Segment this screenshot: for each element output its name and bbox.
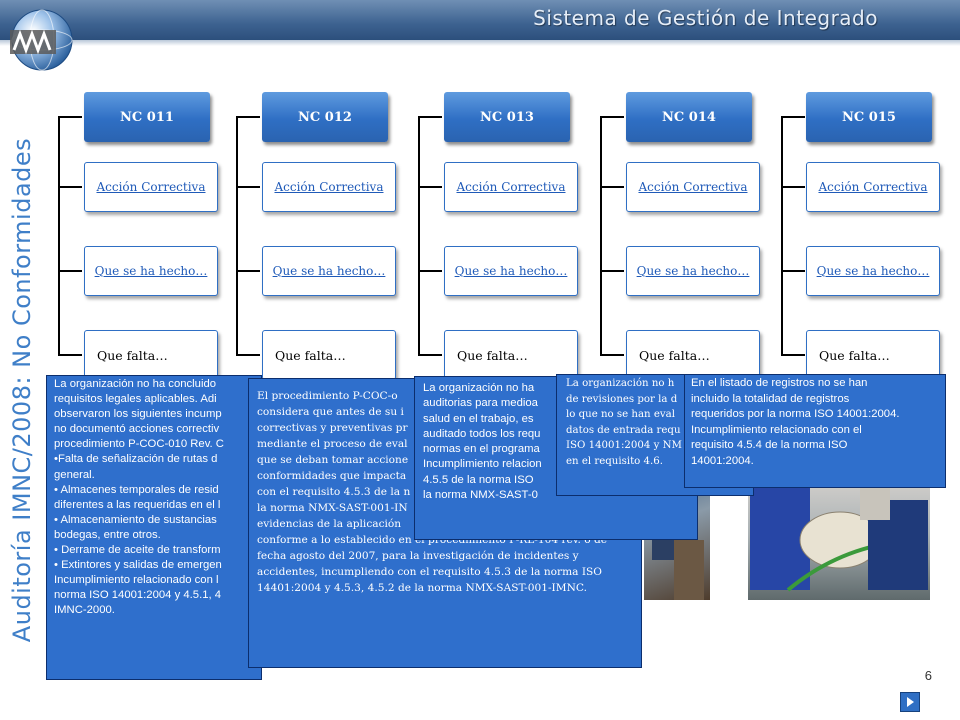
callout-011: La organización no ha concluido requisit… [46,375,262,680]
callout-line: El procedimiento P-COC-o [257,390,398,402]
callout-line: Incumplimiento relacionado con el [691,423,862,436]
corrective-action-link[interactable]: Acción Correctiva [274,180,384,194]
corrective-action-node-014[interactable]: Acción Correctiva [626,162,760,212]
callout-line: 14001:2004. [691,454,754,467]
callout-line: lo que no se han eval [566,409,675,421]
page-number: 6 [924,668,932,683]
callout-line: la norma NMX-SAST-001-IN [257,502,408,514]
callout-line: •Falta de señalización de rutas d [54,453,218,466]
callout-line: La organización no ha concluido [54,378,217,390]
missing-node-013: Que falta… [444,330,578,380]
corrective-action-link[interactable]: Acción Correctiva [96,180,206,194]
callout-line: evidencias de la aplicación [257,518,402,530]
done-node-012[interactable]: Que se ha hecho… [262,246,396,296]
callout-line: IMNC-2000. [54,604,115,617]
missing-node-011: Que falta… [84,330,218,380]
callout-line: • Derrame de aceite de transform [54,544,221,557]
callout-line: general. [54,468,95,481]
callout-line: auditado todos los requ [423,427,541,440]
missing-label: Que falta… [457,347,528,363]
corrective-action-link[interactable]: Acción Correctiva [456,180,566,194]
corrective-action-node-012[interactable]: Acción Correctiva [262,162,396,212]
callout-line: la norma NMX-SAST-0 [423,489,538,502]
corrective-action-node-015[interactable]: Acción Correctiva [806,162,940,212]
callout-line: Incumplimiento relacionado con l [54,574,219,587]
callout-line: 14401:2004 y 4.5.3, 4.5.2 de la norma NM… [257,582,587,594]
callout-line: considera que antes de su i [257,406,404,418]
callout-line: requisito 4.5.4 de la norma ISO [691,439,848,452]
next-slide-icon [907,697,914,707]
nc-header-015[interactable]: NC 015 [806,92,932,142]
spill-photo [748,470,930,600]
callout-line: observaron los siguientes incump [54,408,222,421]
next-slide-button[interactable] [900,692,920,712]
callout-line: • Almacenes temporales de resid [54,483,219,496]
callout-line: conformidades que impacta [257,470,407,482]
app-title: Sistema de Gestión de Integrado [533,6,878,30]
callout-line: fecha agosto del 2007, para la investiga… [257,550,579,562]
globe-logo-icon [10,9,73,71]
done-link[interactable]: Que se ha hecho… [816,264,930,278]
callout-line: procedimiento P-COC-010 Rev. C [54,438,224,451]
callout-line: 4.5.5 de la norma ISO [423,473,534,486]
callout-line: La organización no h [566,378,675,389]
callout-line: Incumplimiento relacion [423,458,542,471]
callout-line: norma ISO 14001:2004 y 4.5.1, 4 [54,589,222,602]
callout-line: requisitos legales aplicables. Adi [54,393,217,406]
done-node-014[interactable]: Que se ha hecho… [626,246,760,296]
done-link[interactable]: Que se ha hecho… [636,264,750,278]
callout-015: En el listado de registros no se han inc… [684,374,946,488]
missing-label: Que falta… [639,347,710,363]
done-node-013[interactable]: Que se ha hecho… [444,246,578,296]
nc-header-014[interactable]: NC 014 [626,92,752,142]
callout-line: requeridos por la norma ISO 14001:2004. [691,408,900,421]
title-bar-shadow [0,40,960,46]
done-link[interactable]: Que se ha hecho… [272,264,386,278]
nc-header-013[interactable]: NC 013 [444,92,570,142]
callout-line: de revisiones por la d [566,393,678,405]
title-bar [0,0,960,40]
callout-line: que se deban tomar accione [257,454,409,466]
callout-line: En el listado de registros no se han [691,377,868,389]
callout-line: correctivas y preventivas pr [257,422,408,434]
nc-header-011[interactable]: NC 011 [84,92,210,142]
callout-line: salud en el trabajo, es [423,412,534,425]
callout-line: • Almacenamiento de sustancias [54,513,217,526]
done-node-011[interactable]: Que se ha hecho… [84,246,218,296]
nc-header-012[interactable]: NC 012 [262,92,388,142]
callout-line: • Extintores y salidas de emergen [54,559,222,572]
callout-line: accidentes, incumpliendo con el requisit… [257,566,602,578]
callout-line: normas en el programa [423,443,540,456]
missing-label: Que falta… [819,347,890,363]
callout-line: La organización no ha [423,382,535,394]
missing-label: Que falta… [275,347,346,363]
callout-line: con el requisito 4.5.3 de la n [257,486,411,498]
callout-line: ISO 14001:2004 y NM [566,440,682,452]
missing-node-012: Que falta… [262,330,396,380]
done-node-015[interactable]: Que se ha hecho… [806,246,940,296]
callout-line: diferentes a las requeridas en el l [54,498,221,511]
callout-line: en el requisito 4.6. [566,455,663,467]
callout-line: bodegas, entre otros. [54,528,161,541]
done-link[interactable]: Que se ha hecho… [94,264,208,278]
callout-line: datos de entrada requ [566,424,681,436]
callout-line: no documentó acciones correctiv [54,423,220,436]
corrective-action-link[interactable]: Acción Correctiva [818,180,928,194]
callout-line: auditorias para medioa [423,397,538,410]
callout-line: incluido la totalidad de registros [691,392,850,405]
corrective-action-node-013[interactable]: Acción Correctiva [444,162,578,212]
corrective-action-node-011[interactable]: Acción Correctiva [84,162,218,212]
missing-node-015: Que falta… [806,330,940,380]
callout-line: mediante el proceso de eval [257,438,408,450]
corrective-action-link[interactable]: Acción Correctiva [638,180,748,194]
missing-label: Que falta… [97,347,168,363]
done-link[interactable]: Que se ha hecho… [454,264,568,278]
side-title: Auditoría IMNC/2008: No Conformidades [8,137,36,643]
missing-node-014: Que falta… [626,330,760,380]
